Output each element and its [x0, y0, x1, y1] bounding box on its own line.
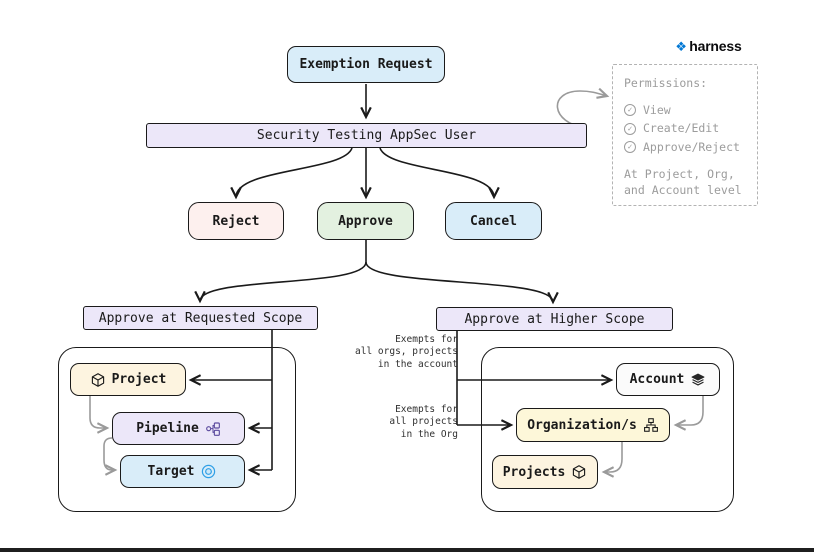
permission-label: Approve/Reject	[643, 139, 740, 154]
account-label: Account	[629, 372, 685, 387]
check-circle-icon: ✓	[624, 104, 636, 117]
permissions-list: ✓ View ✓ Create/Edit ✓ Approve/Reject	[624, 103, 746, 156]
cancel-node: Cancel	[445, 202, 542, 240]
target-node: Target	[120, 455, 245, 488]
permissions-title: Permissions:	[624, 76, 708, 90]
layers-icon	[691, 373, 705, 385]
organizations-label: Organization/s	[527, 417, 637, 433]
target-icon	[202, 464, 216, 479]
check-circle-icon: ✓	[624, 141, 636, 154]
project-label: Project	[111, 372, 167, 387]
requested-scope-bar: Approve at Requested Scope	[83, 306, 318, 330]
pipeline-label: Pipeline	[136, 421, 199, 436]
permissions-panel: Permissions: ✓ View ✓ Create/Edit ✓ Appr…	[612, 64, 758, 206]
cube-icon	[573, 465, 586, 479]
pipeline-node: Pipeline	[112, 412, 245, 445]
cancel-label: Cancel	[470, 213, 517, 229]
permission-item-approve-reject: ✓ Approve/Reject	[624, 140, 746, 156]
approve-label: Approve	[338, 213, 393, 229]
exemption-request-node: Exemption Request	[287, 46, 445, 83]
screen-bottom-edge	[0, 548, 814, 552]
account-node: Account	[616, 363, 720, 396]
pipeline-icon	[205, 421, 220, 436]
reject-node: Reject	[188, 202, 284, 240]
exemption-request-label: Exemption Request	[299, 57, 433, 72]
permission-item-view: ✓ View	[624, 103, 746, 119]
permission-item-create-edit: ✓ Create/Edit	[624, 121, 746, 137]
permission-label: Create/Edit	[643, 121, 720, 136]
org-chart-icon	[643, 418, 658, 432]
account-exemption-note: Exempts for all orgs, projects in the ac…	[355, 334, 458, 370]
reject-label: Reject	[212, 213, 260, 229]
brand-name: harness	[689, 38, 742, 54]
org-exemption-note: Exempts for all projects in the Org	[389, 404, 458, 440]
appsec-user-bar: Security Testing AppSec User	[146, 123, 587, 148]
harness-logo: ❖ harness	[676, 36, 742, 56]
approve-node: Approve	[317, 202, 414, 240]
project-node: Project	[70, 363, 186, 396]
projects-node: Projects	[492, 455, 598, 489]
requested-scope-label: Approve at Requested Scope	[98, 310, 303, 326]
check-circle-icon: ✓	[624, 122, 636, 135]
target-label: Target	[147, 464, 195, 479]
projects-label: Projects	[502, 464, 566, 480]
appsec-user-label: Security Testing AppSec User	[256, 128, 477, 143]
harness-diamond-icon: ❖	[676, 35, 687, 56]
permission-label: View	[643, 102, 671, 117]
organizations-node: Organization/s	[516, 408, 670, 442]
higher-scope-label: Approve at Higher Scope	[464, 311, 645, 327]
permissions-scope-note: At Project, Org, and Account level	[624, 167, 742, 197]
cube-icon	[91, 372, 104, 387]
higher-scope-bar: Approve at Higher Scope	[436, 307, 673, 331]
